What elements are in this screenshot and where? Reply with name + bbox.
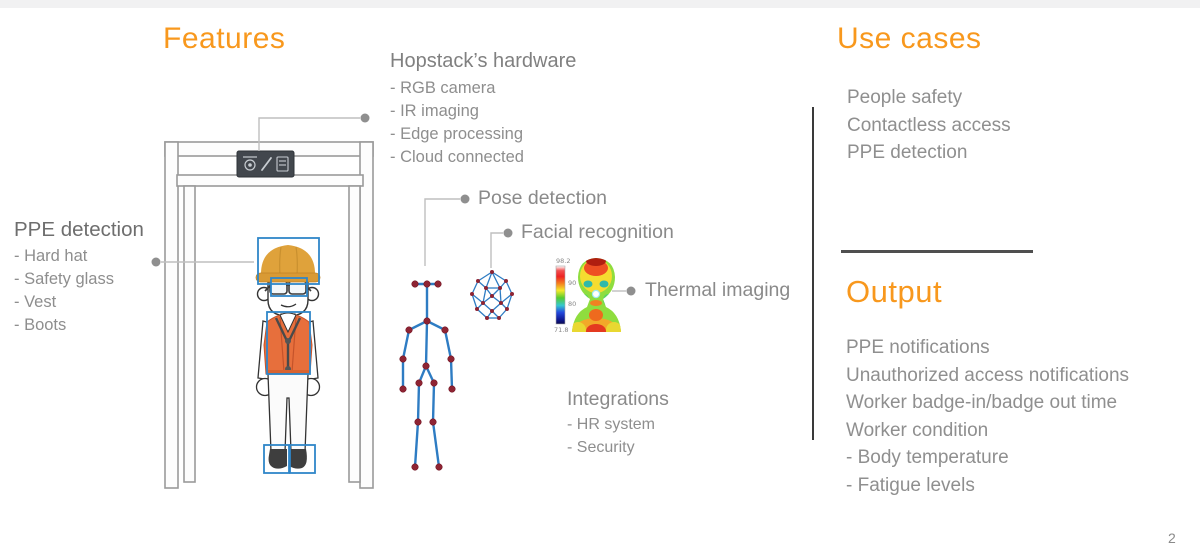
list-item: - HR system — [567, 416, 655, 433]
pose-skeleton — [399, 280, 456, 471]
hard-hat — [255, 245, 321, 283]
edge-module-icon — [276, 156, 289, 172]
list-item: Unauthorized access notifications — [846, 364, 1130, 386]
hardware-panel — [236, 150, 295, 178]
integrations-list: - HR system - Security — [567, 413, 655, 459]
list-item: - Hard hat — [14, 247, 88, 265]
thermal-scale-min: 71.8 — [554, 326, 568, 334]
face-mesh — [470, 270, 514, 320]
thermal-connector-dot — [626, 286, 636, 296]
page-number: 2 — [1168, 530, 1176, 546]
output-divider — [841, 250, 1033, 253]
callout-connectors — [151, 113, 636, 296]
vest-bounding-box — [266, 311, 311, 375]
list-item: - Body temperature — [846, 447, 1009, 468]
list-item: - Cloud connected — [390, 148, 524, 166]
hardware-title: Hopstack’s hardware — [390, 50, 577, 72]
safety-vest — [263, 312, 313, 375]
thermal-image: 98.2 90 80 71.8 — [554, 257, 621, 334]
ppe-connector-dot — [151, 257, 161, 267]
ppe-detection-title: PPE detection — [14, 218, 144, 241]
use-cases-list: People safety Contactless access PPE det… — [847, 84, 1011, 167]
facial-connector — [490, 232, 503, 268]
pose-detection-label: Pose detection — [478, 187, 608, 209]
output-title: Output — [846, 274, 943, 309]
pose-connector-dot — [460, 194, 470, 204]
boot-right-bounding-box — [289, 444, 316, 474]
boots — [268, 449, 307, 469]
ppe-bounding-boxes — [257, 237, 320, 474]
thermal-scale-max: 98.2 — [556, 257, 570, 265]
top-strip — [0, 0, 1200, 8]
list-item: PPE detection — [847, 142, 968, 163]
list-item: - IR imaging — [390, 102, 479, 120]
pose-connector — [424, 198, 460, 266]
hardware-connector — [258, 117, 360, 151]
entry-gate-illustration — [164, 141, 374, 489]
list-item: - Vest — [14, 293, 57, 311]
list-item: Worker condition — [846, 419, 989, 441]
output-list: PPE notifications Unauthorized access no… — [846, 334, 1129, 499]
list-item: PPE notifications — [846, 337, 990, 358]
list-item: Worker badge-in/badge out time — [846, 392, 1118, 413]
hardware-list: - RGB camera - IR imaging - Edge process… — [390, 77, 524, 169]
list-item: People safety — [847, 87, 963, 108]
thermal-scale-mid-low: 80 — [568, 300, 576, 308]
features-title: Features — [163, 22, 286, 55]
integrations-title: Integrations — [567, 388, 669, 410]
list-item: - RGB camera — [390, 79, 496, 97]
list-item: - Safety glass — [14, 270, 114, 288]
thermal-imaging-label: Thermal imaging — [645, 279, 791, 301]
thermal-scale-bar: 98.2 90 80 71.8 — [554, 257, 576, 334]
thermal-scale-mid-high: 90 — [568, 279, 576, 287]
use-cases-title: Use cases — [837, 22, 982, 55]
hat-bounding-box — [257, 237, 320, 285]
glasses-bounding-box — [270, 277, 308, 297]
list-item: - Security — [567, 439, 635, 456]
boot-left-bounding-box — [263, 444, 290, 474]
facial-recognition-label: Facial recognition — [521, 221, 674, 243]
list-item: - Edge processing — [390, 125, 523, 143]
list-item: Contactless access — [847, 114, 1011, 136]
list-item: - Boots — [14, 316, 67, 334]
facial-connector-dot — [503, 228, 513, 238]
camera-lens-icon — [243, 156, 257, 171]
thermal-head — [572, 258, 621, 332]
hardware-connector-dot — [360, 113, 370, 123]
list-item: - Fatigue levels — [846, 474, 975, 496]
ir-sensor-icon — [261, 157, 272, 171]
right-column-divider — [812, 107, 814, 440]
ppe-list: - Hard hat - Safety glass - Vest - Boots — [14, 245, 114, 337]
